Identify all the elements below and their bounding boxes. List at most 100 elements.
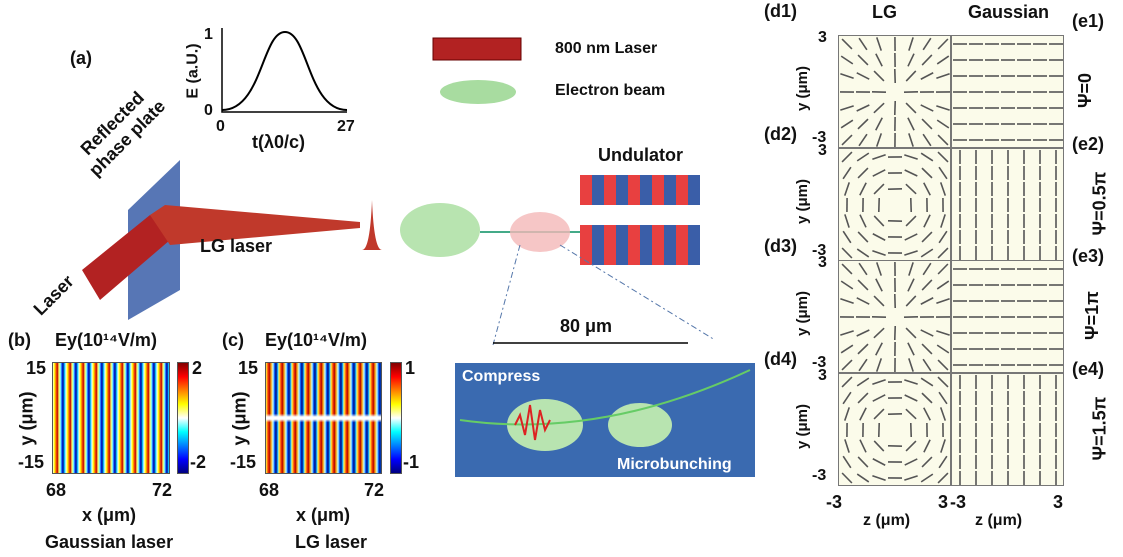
inset-axes: [221, 28, 347, 113]
ytick: 3: [818, 366, 827, 384]
field-arrow: [840, 55, 854, 65]
field-arrow: [904, 249, 918, 256]
inset-ytick: 0: [204, 102, 213, 119]
field-arrow: [936, 344, 950, 354]
field-arrow: [920, 329, 934, 337]
field-arrow: [857, 343, 869, 355]
field-arrow: [921, 118, 933, 130]
field-arrow: [873, 102, 885, 114]
field-arrow: [904, 393, 918, 402]
field-arrow: [938, 166, 948, 179]
field-arrow: [875, 133, 883, 147]
field-arrow: [921, 279, 933, 291]
field-arrow: [920, 472, 934, 483]
field-arrow: [936, 55, 950, 65]
field-arrow: [840, 344, 854, 354]
ytick: 3: [818, 29, 827, 46]
field-arrow: [905, 70, 917, 82]
ytick: -3: [812, 354, 827, 371]
field-arrow: [904, 168, 918, 177]
psi-label: Ψ=0.5π: [1089, 171, 1110, 235]
panel-c-title: Ey(10¹⁴V/m): [265, 330, 367, 350]
field-arrow: [937, 471, 949, 484]
field-arrow: [872, 232, 886, 241]
field-arrow: [936, 297, 950, 305]
field-arrow: [908, 262, 914, 276]
distance-label: 80 μm: [560, 316, 613, 336]
row-label-d: (d4): [764, 348, 797, 369]
legend-laser-swatch: [432, 37, 522, 61]
vector-field-gauss-4: [951, 372, 1064, 486]
field-arrow: [873, 327, 885, 339]
inset-xtick: 0: [216, 118, 225, 135]
field-arrow: [872, 474, 886, 481]
field-arrow: [840, 119, 854, 129]
compress-label: Compress: [462, 368, 541, 385]
field-arrow: [873, 295, 885, 307]
row-label-e: (e1): [1072, 11, 1105, 31]
de-ylabel: y (μm): [794, 178, 812, 224]
field-arrow: [841, 150, 853, 163]
field-arrow: [840, 330, 854, 336]
field-arrow: [937, 263, 949, 275]
field-arrow: [907, 53, 915, 67]
panel-c-caption: LG laser: [295, 532, 368, 552]
field-arrow: [938, 391, 948, 404]
field-arrow: [841, 246, 853, 259]
panel-b-title: Ey(10¹⁴V/m): [55, 330, 157, 350]
field-arrow: [858, 358, 868, 372]
field-arrow: [923, 213, 931, 228]
xtick: -3: [826, 492, 843, 512]
electron-beam: [400, 203, 480, 257]
col-header-lg: LG: [872, 2, 897, 22]
field-arrow: [920, 297, 934, 305]
field-arrow: [907, 278, 915, 292]
xtick: -3: [950, 492, 967, 512]
xtick: 72: [364, 480, 385, 500]
gaussian-xlabel: z (μm): [975, 512, 1023, 529]
field-arrow: [904, 232, 918, 241]
cbar-tick: 1: [405, 358, 416, 378]
field-arrow: [840, 297, 854, 305]
panel-c-field-map: [265, 362, 382, 474]
field-arrow: [857, 166, 869, 179]
field-arrow: [904, 378, 918, 385]
field-arrow: [920, 152, 934, 161]
field-arrow: [940, 213, 946, 228]
psi-label: Ψ=1π: [1081, 291, 1102, 340]
field-arrow: [936, 280, 950, 290]
lg-laser-beam: [150, 205, 360, 245]
field-arrow: [840, 72, 854, 80]
field-arrow: [875, 278, 883, 292]
field-arrow: [856, 297, 870, 305]
field-arrow: [858, 133, 868, 147]
field-arrow: [923, 181, 931, 196]
field-arrow: [905, 295, 917, 307]
field-arrow: [842, 166, 852, 179]
field-arrow: [873, 407, 885, 420]
field-arrow: [872, 378, 886, 385]
psi-label: Ψ=0: [1075, 72, 1096, 109]
de-ylabel: y (μm): [794, 403, 812, 449]
field-arrow: [875, 37, 883, 51]
field-arrow: [937, 246, 949, 259]
field-arrow: [936, 119, 950, 129]
field-arrow: [856, 329, 870, 337]
field-arrow: [872, 393, 886, 402]
row-label-e: (e3): [1072, 246, 1105, 266]
field-arrow: [843, 406, 851, 421]
row-label-e: (e4): [1072, 358, 1105, 379]
microbunching-label: Microbunching: [617, 456, 732, 473]
panel-c-colorbar: [390, 362, 402, 474]
field-arrow: [920, 377, 934, 386]
field-arrow: [841, 134, 853, 146]
field-arrow: [875, 262, 883, 276]
panel-b-ylabel: y (μm): [16, 391, 37, 446]
ytick: 3: [818, 141, 827, 159]
field-arrow: [873, 182, 885, 195]
field-arrow: [841, 38, 853, 50]
de-ylabel: y (μm): [794, 65, 812, 112]
field-arrow: [844, 438, 850, 453]
